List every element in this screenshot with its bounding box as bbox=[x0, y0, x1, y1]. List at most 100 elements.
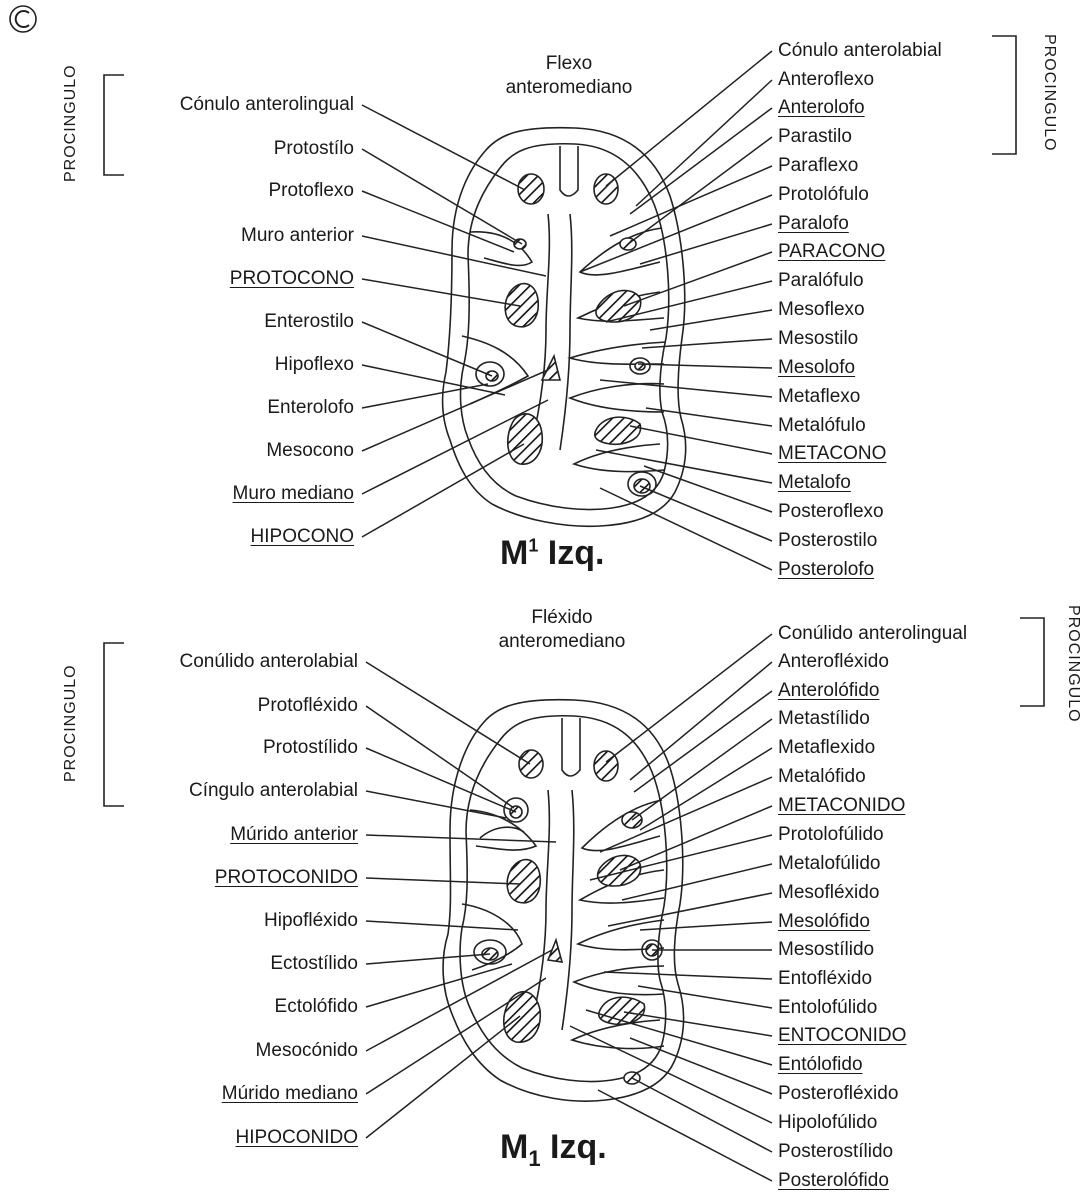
lower-right-label-13: Entolofúlido bbox=[778, 997, 877, 1019]
lower-left-pointer-7 bbox=[366, 954, 490, 964]
lower-center-label-line1: Fléxido bbox=[462, 606, 662, 630]
upper-left-pointer-0 bbox=[362, 105, 525, 190]
upper-center-label: Flexo anteromediano bbox=[469, 52, 669, 100]
lower-right-label-19: Posterolófido bbox=[778, 1170, 889, 1192]
upper-right-label-0: Cónulo anterolabial bbox=[778, 40, 942, 62]
upper-left-pointer-5 bbox=[362, 322, 492, 376]
upper-left-label-1: Protostílo bbox=[274, 138, 354, 160]
lower-left-label-5: PROTOCONIDO bbox=[215, 867, 358, 889]
upper-right-label-1: Anteroflexo bbox=[778, 69, 874, 91]
lower-right-pointer-12 bbox=[604, 972, 772, 979]
upper-right-pointer-11 bbox=[638, 364, 772, 368]
lower-right-label-9: Mesofléxido bbox=[778, 882, 879, 904]
upper-right-label-3: Parastilo bbox=[778, 126, 852, 148]
lower-right-pointer-8 bbox=[622, 864, 772, 900]
panel-letter-icon bbox=[10, 6, 36, 32]
upper-left-label-5: Enterostilo bbox=[264, 311, 354, 333]
lower-right-label-7: Protolofúlido bbox=[778, 824, 884, 846]
lower-left-label-1: Protofléxido bbox=[258, 695, 358, 717]
upper-right-label-13: Metalófulo bbox=[778, 415, 866, 437]
lower-right-label-5: Metalófido bbox=[778, 766, 866, 788]
lower-procingulo-left-label: PROCINGULO bbox=[62, 664, 80, 782]
upper-center-label-line2: anteromediano bbox=[469, 76, 669, 100]
lower-right-label-2: Anterolófido bbox=[778, 680, 879, 702]
lower-right-label-15: Entólofido bbox=[778, 1054, 863, 1076]
upper-left-label-7: Enterolofo bbox=[267, 397, 354, 419]
lower-right-label-3: Metastílido bbox=[778, 708, 870, 730]
upper-left-label-2: Protoflexo bbox=[268, 180, 354, 202]
lower-right-label-1: Anterofléxido bbox=[778, 651, 889, 673]
lower-right-pointer-19 bbox=[598, 1090, 772, 1181]
lower-left-label-8: Ectolófido bbox=[275, 996, 358, 1018]
lower-molar-title: M1 Izq. bbox=[500, 1128, 607, 1172]
upper-right-pointer-17 bbox=[640, 486, 772, 541]
lower-right-pointer-1 bbox=[630, 662, 772, 780]
lower-left-label-6: Hipofléxido bbox=[264, 910, 358, 932]
lower-left-pointer-5 bbox=[366, 878, 520, 884]
upper-left-pointer-6 bbox=[362, 365, 505, 395]
upper-right-pointer-16 bbox=[644, 466, 772, 512]
lower-right-label-6: METACONIDO bbox=[778, 795, 905, 817]
lower-molar-drawing bbox=[443, 700, 684, 1101]
lower-right-pointer-14 bbox=[624, 1012, 772, 1036]
upper-right-label-7: PARACONO bbox=[778, 241, 885, 263]
upper-right-label-2: Anterolofo bbox=[778, 97, 865, 119]
lower-right-pointer-2 bbox=[634, 691, 772, 792]
upper-molar-title: M1 Izq. bbox=[500, 534, 604, 573]
upper-right-label-6: Paralofo bbox=[778, 213, 849, 235]
lower-right-pointer-17 bbox=[570, 1026, 772, 1123]
lower-procingulo-right-label: PROCINGULO bbox=[1064, 605, 1082, 723]
lower-right-label-16: Posterofléxido bbox=[778, 1083, 898, 1105]
lower-left-label-2: Protostílido bbox=[263, 737, 358, 759]
lower-left-label-7: Ectostílido bbox=[270, 953, 358, 975]
upper-right-label-5: Protolófulo bbox=[778, 184, 869, 206]
upper-right-label-4: Paraflexo bbox=[778, 155, 858, 177]
upper-right-label-8: Paralófulo bbox=[778, 270, 864, 292]
upper-center-label-line1: Flexo bbox=[469, 52, 669, 76]
lower-left-pointer-0 bbox=[366, 662, 530, 764]
lower-right-label-11: Mesostílido bbox=[778, 939, 874, 961]
upper-inner-outline bbox=[461, 144, 669, 510]
upper-left-label-4: PROTOCONO bbox=[230, 268, 354, 290]
lower-right-label-10: Mesolófido bbox=[778, 911, 870, 933]
lower-center-label-line2: anteromediano bbox=[462, 630, 662, 654]
upper-molar-drawing bbox=[443, 128, 686, 527]
lower-right-label-17: Hipolofúlido bbox=[778, 1112, 877, 1134]
upper-right-pointer-6 bbox=[640, 224, 772, 264]
lower-left-label-0: Conúlido anterolabial bbox=[179, 651, 358, 673]
lower-right-label-18: Posterostílido bbox=[778, 1141, 893, 1163]
upper-procingulo-right-label: PROCINGULO bbox=[1040, 34, 1058, 152]
upper-left-label-10: HIPOCONO bbox=[251, 526, 354, 548]
upper-left-label-9: Muro mediano bbox=[233, 483, 354, 505]
lower-right-label-0: Conúlido anterolingual bbox=[778, 623, 967, 645]
upper-right-label-12: Metaflexo bbox=[778, 386, 860, 408]
upper-procingulo-left-label: PROCINGULO bbox=[62, 64, 80, 182]
upper-right-pointer-18 bbox=[600, 488, 772, 570]
lower-left-pointer-3 bbox=[366, 791, 506, 818]
upper-right-label-16: Posteroflexo bbox=[778, 501, 884, 523]
upper-left-label-8: Mesocono bbox=[266, 440, 354, 462]
lower-right-label-8: Metalofúlido bbox=[778, 853, 880, 875]
upper-left-pointer-10 bbox=[362, 444, 524, 537]
lower-left-label-4: Múrido anterior bbox=[230, 824, 358, 846]
lower-left-label-10: Múrido mediano bbox=[222, 1083, 358, 1105]
lower-right-label-4: Metaflexido bbox=[778, 737, 875, 759]
upper-right-label-11: Mesolofo bbox=[778, 357, 855, 379]
lower-left-pointer-8 bbox=[366, 964, 512, 1007]
upper-right-label-9: Mesoflexo bbox=[778, 299, 865, 321]
upper-left-pointer-2 bbox=[362, 191, 514, 252]
upper-left-pointer-4 bbox=[362, 279, 520, 306]
upper-left-label-3: Muro anterior bbox=[241, 225, 354, 247]
upper-right-pointer-3 bbox=[628, 137, 772, 244]
upper-right-pointer-2 bbox=[630, 108, 772, 214]
lower-right-pointer-13 bbox=[638, 986, 772, 1008]
upper-right-label-18: Posterolofo bbox=[778, 559, 874, 581]
lower-right-pointer-4 bbox=[640, 748, 772, 830]
upper-right-label-14: METACONO bbox=[778, 443, 886, 465]
lower-left-label-3: Cíngulo anterolabial bbox=[189, 780, 358, 802]
procingulo-brackets bbox=[104, 36, 1044, 806]
upper-right-pointer-12 bbox=[600, 380, 772, 397]
upper-right-pointer-4 bbox=[610, 166, 772, 236]
upper-right-pointer-14 bbox=[630, 426, 772, 454]
